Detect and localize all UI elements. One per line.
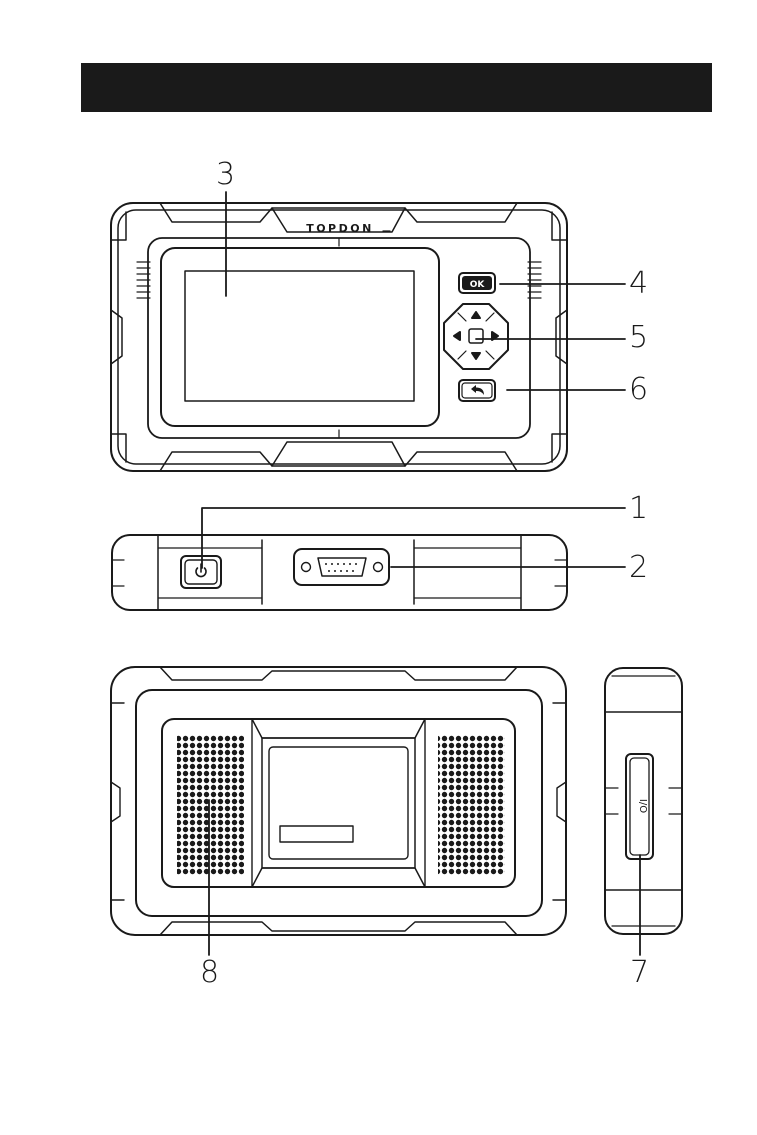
arrow-left-icon (454, 332, 460, 340)
back-label-panel (252, 719, 425, 887)
callout-return-button: 6 (629, 375, 648, 405)
direction-pad-center (469, 329, 483, 343)
serial-label (280, 826, 353, 842)
callout-power-button: 1 (629, 494, 648, 524)
speaker-grille-left (177, 735, 244, 875)
front-left-mid-notch (111, 310, 122, 364)
callout-ok-button: 4 (629, 269, 648, 299)
callout-db15-connector: 2 (629, 553, 648, 583)
io-port-label: I/O (637, 799, 648, 813)
arrow-down-icon (472, 353, 480, 359)
callout-lcd-screen: 3 (216, 160, 235, 190)
db15-connector (318, 558, 366, 576)
front-bottom-bumper (160, 452, 517, 471)
return-arrow-icon (471, 385, 484, 395)
db15-connector-housing (294, 549, 389, 585)
brand-logo: TOPDON (306, 222, 374, 235)
power-icon (196, 564, 206, 577)
leader-lines (202, 192, 640, 955)
top-edge-view (112, 535, 567, 610)
callout-speaker: 8 (200, 958, 219, 988)
ok-button-label: OK (470, 280, 486, 290)
front-view (111, 203, 567, 471)
speaker-grille-right (438, 735, 505, 875)
back-view (111, 667, 566, 935)
lcd-screen-bezel (161, 248, 439, 426)
callout-direction-buttons: 5 (629, 323, 648, 353)
front-right-mid-notch (556, 310, 567, 364)
lcd-screen (185, 271, 414, 401)
callout-io-port: 7 (630, 958, 649, 988)
arrow-up-icon (472, 312, 480, 318)
front-face-plate (148, 238, 530, 438)
front-bottom-center-block (272, 442, 405, 466)
front-top-bumper (160, 203, 517, 222)
